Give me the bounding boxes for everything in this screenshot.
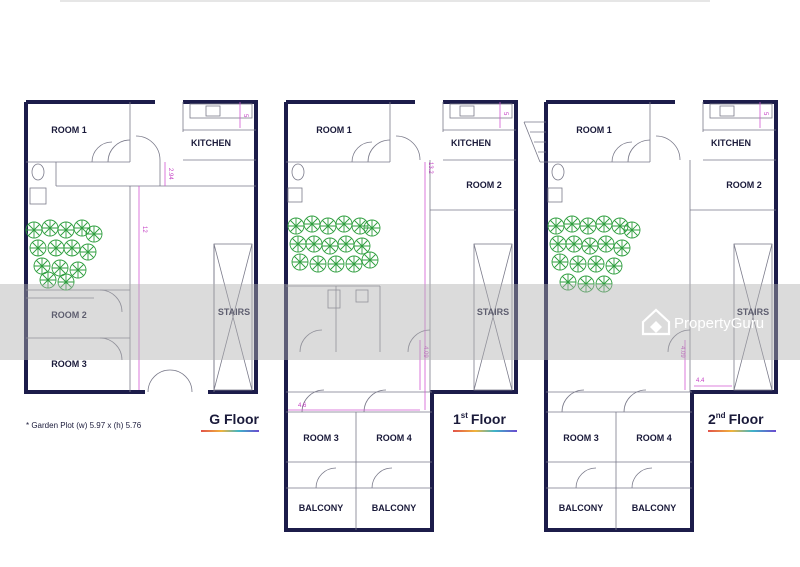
first-dim-label-5: 5	[502, 112, 508, 116]
first-room-1: ROOM 1	[316, 125, 352, 135]
first-floor-plan: ROOM 1 KITCHEN ROOM 2 STAIRS ROOM 3 ROOM…	[284, 100, 518, 532]
second-room-2: ROOM 2	[726, 180, 762, 190]
watermark-text: PropertyGuru	[674, 315, 764, 332]
second-room-1: ROOM 1	[576, 125, 612, 135]
first-dim-label-132: 13.2	[427, 162, 433, 174]
first-balcony-left: BALCONY	[299, 503, 344, 513]
second-floor-plan: ROOM 1 KITCHEN ROOM 2 STAIRS ROOM 3 ROOM…	[523, 100, 778, 532]
g-room-1: ROOM 1	[51, 125, 87, 135]
first-room-4: ROOM 4	[376, 433, 412, 443]
first-floor-title-sup: st	[461, 411, 468, 420]
first-floor-title-num: 1	[453, 411, 461, 427]
first-dim-label-409: 4.09	[422, 346, 428, 358]
second-floor-title-num: 2	[708, 411, 716, 427]
first-room-2: ROOM 2	[466, 180, 502, 190]
second-floor-title-sup: nd	[716, 411, 726, 420]
g-floor-accent	[201, 430, 259, 432]
garden-plot-note: * Garden Plot (w) 5.97 x (h) 5.76	[26, 421, 142, 430]
second-dim-label-44: 4.4	[696, 378, 705, 384]
first-kitchen: KITCHEN	[451, 138, 491, 148]
first-balcony-right: BALCONY	[372, 503, 417, 513]
first-floor-title-word: Floor	[471, 411, 507, 427]
first-dim-label-46: 4.6	[298, 403, 307, 409]
g-dim-label-12: 12	[141, 226, 147, 233]
g-room-2: ROOM 2	[51, 310, 87, 320]
second-dim-label-5: 5	[762, 112, 768, 116]
g-stairs: STAIRS	[218, 307, 250, 317]
g-room-3: ROOM 3	[51, 359, 87, 369]
house-logo-icon	[641, 308, 671, 336]
g-floor-plan: ROOM 1 KITCHEN ROOM 2 ROOM 3 STAIRS 5 2.…	[24, 100, 260, 432]
first-room-3: ROOM 3	[303, 433, 339, 443]
g-floor-garden	[25, 219, 103, 291]
watermark: PropertyGuru	[0, 284, 800, 360]
second-balcony-left: BALCONY	[559, 503, 604, 513]
watermark-band	[0, 284, 800, 360]
g-dim-label-294: 2.94	[167, 168, 173, 180]
second-stairs: STAIRS	[737, 307, 769, 317]
second-kitchen: KITCHEN	[711, 138, 751, 148]
first-floor-garden	[287, 215, 381, 273]
g-dim-label-5: 5	[242, 114, 248, 118]
first-stairs: STAIRS	[477, 307, 509, 317]
g-floor-outer-wall	[24, 100, 258, 394]
second-balcony-right: BALCONY	[632, 503, 677, 513]
second-room-4: ROOM 4	[636, 433, 672, 443]
second-floor-garden	[547, 215, 641, 293]
second-dim-label-409: 4.09	[679, 346, 685, 358]
g-floor-title: G Floor	[209, 411, 259, 427]
second-room-3: ROOM 3	[563, 433, 599, 443]
second-floor-title-word: Floor	[729, 411, 765, 427]
g-kitchen: KITCHEN	[191, 138, 231, 148]
